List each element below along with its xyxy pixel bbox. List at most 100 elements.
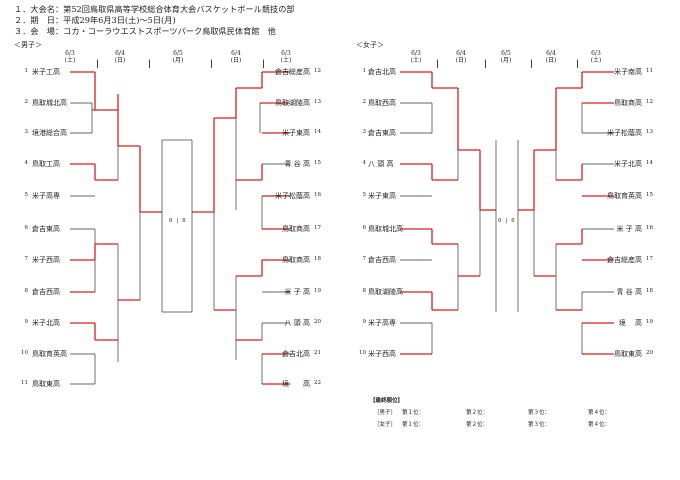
- team-number: 16: [646, 225, 653, 231]
- team-name: 倉吉西高: [368, 256, 396, 264]
- round-date: 6/5(月): [172, 50, 184, 64]
- team-name: 倉吉総産高: [607, 256, 642, 264]
- team-name: 倉吉北高: [282, 350, 310, 358]
- team-number: 22: [314, 380, 321, 386]
- team-number: 4: [24, 160, 29, 166]
- team-number: 14: [646, 160, 653, 166]
- men-section-label: ＜男子＞: [14, 41, 42, 49]
- team-name: 倉吉総産高: [275, 68, 310, 76]
- team-name: 鳥取商高: [282, 256, 310, 264]
- team-number: 13: [314, 99, 321, 105]
- team-name: 青 谷 高: [616, 288, 642, 296]
- team-name: 境 高: [618, 319, 642, 327]
- rank-1: 第１位：: [402, 410, 425, 416]
- team-name: 鳥取湖陵高: [275, 99, 310, 107]
- team-number: 12: [314, 68, 321, 74]
- team-name: 米子北高: [32, 319, 60, 327]
- team-name: 米子松蔭高: [607, 129, 642, 137]
- date-separator: |: [484, 58, 487, 68]
- team-number: 9: [24, 319, 29, 325]
- team-number: 3: [362, 129, 367, 135]
- team-number: 8: [24, 288, 29, 294]
- team-name: 鳥取育英高: [607, 192, 642, 200]
- tournament-name: １．大会名：第52回鳥取県高等学校総合体育大会バスケットボール競技の部: [14, 4, 295, 14]
- team-number: 12: [646, 99, 653, 105]
- tournament-dates: ２．期 日：平成29年6月3日(土)～5日(月): [14, 15, 176, 25]
- team-name: 鳥取西高: [368, 99, 396, 107]
- team-number: 10: [359, 350, 366, 356]
- team-number: 17: [314, 225, 321, 231]
- team-number: 10: [21, 350, 28, 356]
- team-number: 19: [646, 319, 653, 325]
- team-number: 5: [362, 192, 367, 198]
- team-name: 境港総合高: [32, 129, 67, 137]
- rank-4: 第４位：: [588, 410, 611, 416]
- team-number: 13: [646, 129, 653, 135]
- team-number: 6: [24, 225, 29, 231]
- team-number: 3: [24, 129, 29, 135]
- team-number: 11: [646, 68, 653, 74]
- team-number: 11: [21, 380, 28, 386]
- final-standings-title: 【最終順位】: [370, 398, 404, 404]
- round-date: 6/3(土): [590, 50, 602, 64]
- team-name: 倉吉西高: [32, 288, 60, 296]
- date-separator: |: [262, 58, 265, 68]
- team-name: 米子東高: [282, 129, 310, 137]
- team-name: 鳥取工高: [32, 160, 60, 168]
- rank-2: 第２位：: [466, 410, 489, 416]
- team-name: 鳥取城北高: [368, 225, 403, 233]
- team-name: 米子高専: [368, 319, 396, 327]
- round-date: 6/5(月): [500, 50, 512, 64]
- team-number: 7: [24, 256, 29, 262]
- team-name: 境 高: [282, 380, 310, 388]
- team-name: 米子松蔭高: [275, 192, 310, 200]
- team-number: 17: [646, 256, 653, 262]
- team-name: 鳥取東高: [32, 380, 60, 388]
- team-number: 1: [24, 68, 29, 74]
- team-name: 青 谷 高: [284, 160, 310, 168]
- team-number: 7: [362, 256, 367, 262]
- team-number: 19: [314, 288, 321, 294]
- standings-label: ［男子］: [374, 410, 397, 416]
- date-separator: |: [436, 58, 439, 68]
- rank-3: 第３位：: [528, 410, 551, 416]
- team-name: 鳥取商高: [282, 225, 310, 233]
- team-name: 米子西高: [368, 350, 396, 358]
- date-separator: |: [210, 58, 213, 68]
- team-number: 4: [362, 160, 367, 166]
- team-number: 15: [646, 192, 653, 198]
- team-name: 米子西高: [32, 256, 60, 264]
- team-number: 16: [314, 192, 321, 198]
- final-score: 0 | 0: [169, 218, 186, 224]
- team-number: 9: [362, 319, 367, 325]
- team-name: 鳥取湖陵高: [368, 288, 403, 296]
- team-number: 14: [314, 129, 321, 135]
- team-name: 鳥取商高: [614, 99, 642, 107]
- rank-3: 第３位：: [528, 422, 551, 428]
- team-name: 米子南高: [614, 68, 642, 76]
- round-date: 6/4(日): [230, 50, 242, 64]
- team-name: 倉吉東高: [32, 225, 60, 233]
- team-name: 倉吉東高: [368, 129, 396, 137]
- team-number: 6: [362, 225, 367, 231]
- team-name: 米 子 高: [616, 225, 642, 233]
- team-number: 20: [314, 319, 321, 325]
- team-number: 18: [646, 288, 653, 294]
- team-number: 20: [646, 350, 653, 356]
- date-separator: |: [530, 58, 533, 68]
- round-date: 6/4(日): [114, 50, 126, 64]
- team-name: 八 頭 高: [368, 160, 394, 168]
- rank-1: 第１位：: [402, 422, 425, 428]
- team-number: 8: [362, 288, 367, 294]
- date-separator: |: [148, 58, 151, 68]
- date-separator: |: [576, 58, 579, 68]
- team-number: 2: [24, 99, 29, 105]
- team-name: 八 頭 高: [284, 319, 310, 327]
- team-number: 18: [314, 256, 321, 262]
- round-date: 6/4(日): [545, 50, 557, 64]
- standings-label: ［女子］: [374, 422, 397, 428]
- women-section-label: ＜女子＞: [356, 41, 384, 49]
- tournament-venue: ３．会 場：コカ・コーラウエストスポーツパーク鳥取県民体育館 他: [14, 26, 276, 36]
- team-name: 鳥取育英高: [32, 350, 67, 358]
